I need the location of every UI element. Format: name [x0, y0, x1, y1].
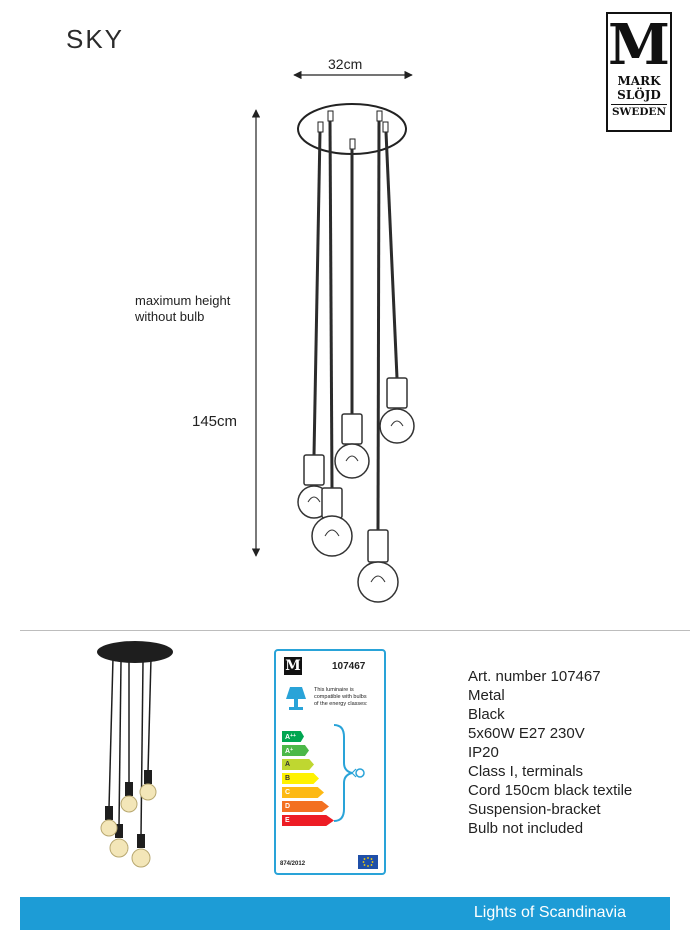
energy-class-letter: B — [285, 775, 291, 782]
energy-compat-text: This luminaire is compatible with bulbs … — [314, 687, 384, 708]
logo-line-2: SLÖJD — [617, 88, 661, 102]
height-note: maximum height without bulb — [135, 293, 230, 325]
energy-class-bar: B — [282, 773, 319, 784]
compat-line-2: compatible with bulbs — [314, 694, 367, 700]
energy-class-bar: A++ — [282, 731, 304, 742]
footer-text: Lights of Scandinavia — [473, 904, 626, 921]
spec-line: Art. number 107467 — [468, 668, 601, 685]
energy-class-letter: A — [285, 761, 291, 768]
section-divider — [20, 630, 690, 631]
energy-label-logo: M — [284, 657, 302, 675]
logo-line-1: MARK — [617, 74, 661, 88]
energy-class-letter: A — [285, 748, 291, 755]
spec-line: Black — [468, 706, 505, 723]
energy-regulation: 874/2012 — [280, 861, 306, 867]
spec-line: Suspension-bracket — [468, 801, 601, 818]
energy-class-plus: ++ — [290, 733, 296, 739]
pendant-2 — [311, 487, 353, 557]
energy-class-bar: A — [282, 759, 314, 770]
energy-class-bar: C — [282, 787, 324, 798]
height-note-line-2: without bulb — [135, 309, 205, 324]
energy-class-bar: E — [282, 815, 334, 826]
energy-class-letter: D — [285, 803, 291, 810]
energy-class-letter: E — [285, 817, 290, 824]
cord-anchors — [317, 110, 389, 150]
spec-line: IP20 — [468, 744, 499, 761]
energy-class-bar: D — [282, 801, 329, 812]
energy-class-letter: C — [285, 789, 291, 796]
pendant-cords — [312, 120, 399, 531]
pendant-5 — [379, 377, 415, 444]
compat-line-3: of the energy classes: — [314, 701, 368, 707]
spec-line: Class I, terminals — [468, 763, 584, 780]
energy-label: M 107467 This luminaire is compatible wi… — [274, 649, 386, 875]
pendant-bulbs — [297, 377, 415, 603]
energy-label-article: 107467 — [332, 661, 366, 672]
spec-line: Cord 150cm black textile — [468, 782, 633, 799]
pendant-3 — [334, 413, 370, 479]
footer-bar: Lights of Scandinavia — [20, 897, 670, 930]
spec-line: Bulb not included — [468, 820, 584, 837]
pendant-4 — [357, 529, 399, 603]
brace-icon — [333, 724, 365, 822]
product-photo — [97, 641, 173, 868]
spec-line: 5x60W E27 230V — [468, 725, 585, 742]
lamp-icon — [286, 687, 306, 710]
height-note-line-1: maximum height — [135, 293, 231, 308]
logo-letter: M — [608, 12, 670, 78]
compat-line-1: This luminaire is — [314, 687, 354, 693]
width-label: 32cm — [328, 56, 363, 72]
energy-class-plus: + — [290, 747, 293, 753]
height-label: 145cm — [192, 413, 238, 430]
markslojd-logo: M MARK SLÖJD SWEDEN — [606, 12, 672, 132]
eu-flag-icon — [358, 855, 378, 869]
spec-line: Metal — [468, 687, 505, 704]
energy-class-bar: A+ — [282, 745, 309, 756]
product-title: SKY — [66, 24, 125, 54]
technical-drawing — [251, 70, 415, 603]
logo-line-3: SWEDEN — [611, 104, 667, 118]
energy-class-letter: A — [285, 734, 291, 741]
